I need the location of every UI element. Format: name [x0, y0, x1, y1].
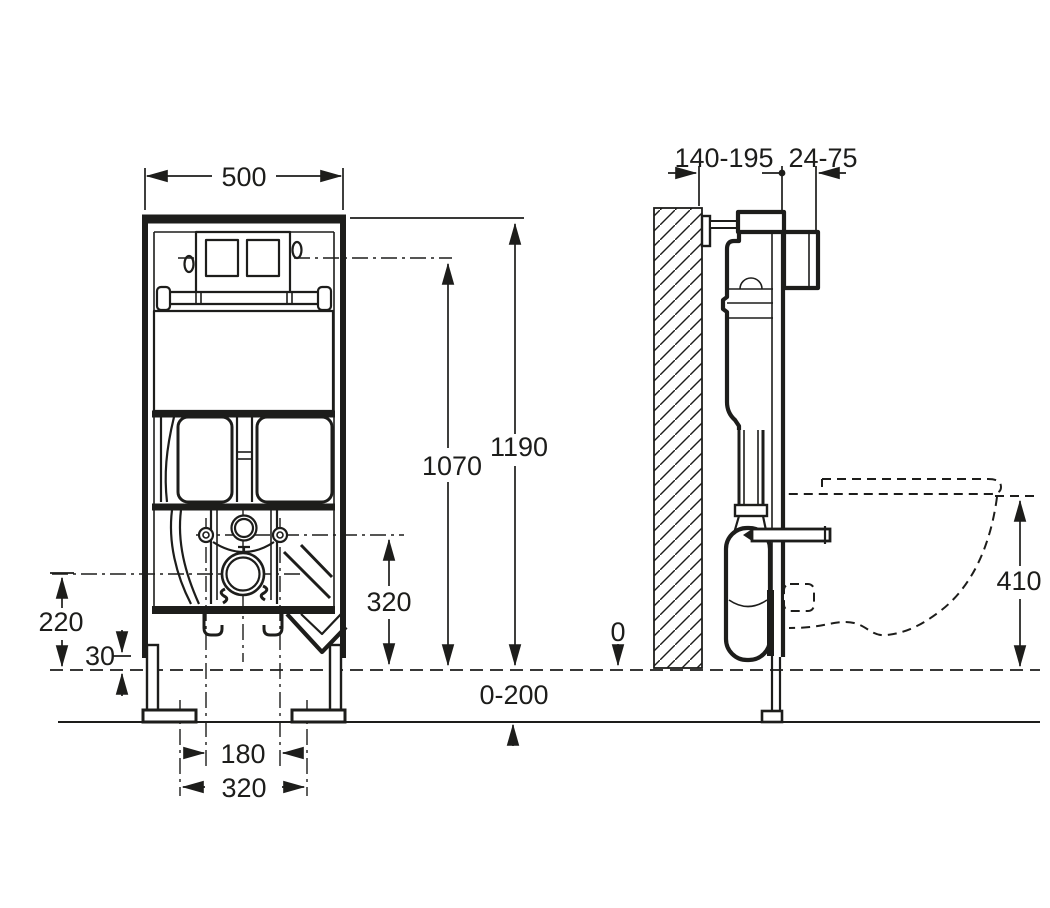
dim-label-floor-zero: 0	[610, 617, 625, 647]
dim-bowl-height-410: 410	[995, 495, 1042, 668]
dim-label-frame-height: 1190	[490, 432, 548, 462]
dim-label-bowl-height: 410	[996, 566, 1041, 596]
floor-lines	[50, 669, 1040, 723]
wall-bracket	[700, 214, 712, 248]
soil-outlet-inner	[225, 556, 261, 592]
cistern-profile	[720, 232, 773, 430]
outlet-mechanism	[152, 509, 348, 655]
frame-structure	[142, 214, 346, 658]
right-foot-tube	[328, 643, 343, 715]
right-fixing-bolt	[271, 526, 289, 544]
right-hole	[291, 240, 303, 260]
rail-lower-fill	[767, 590, 774, 656]
stud-tip	[743, 529, 752, 541]
dim-label-outlet-height: 220	[38, 607, 83, 637]
clip-left	[219, 587, 229, 605]
dim-frame-height-1190: 1190	[350, 217, 548, 667]
valve-dome	[739, 277, 763, 290]
frame-feet	[141, 643, 347, 724]
dim-label-button-height: 1070	[422, 451, 482, 481]
dim-button-height-1070: 1070	[422, 262, 482, 667]
dim-frame-width: 500	[144, 162, 344, 210]
frame-head	[735, 209, 787, 235]
dim-foot-clearance-30: 30	[85, 630, 131, 696]
elbow-water-line	[728, 599, 768, 608]
wall-section-hatched	[653, 207, 703, 669]
dim-floor-zero: 0	[610, 617, 626, 667]
left-foot-tube	[145, 643, 160, 715]
cistern-left-edge	[720, 232, 742, 430]
front-view	[52, 214, 452, 796]
dim-label-fixing-spacing-inner: 180	[220, 739, 265, 769]
dim-fixing-spacing-320: 320	[181, 773, 306, 803]
dimensions: 500 1190 1070 320 220 30	[38, 143, 1041, 803]
supply-pipe-curve	[169, 509, 192, 605]
cistern-upper	[152, 309, 335, 413]
outlet-elbow	[723, 525, 773, 663]
side-foot-plate	[760, 709, 784, 724]
dim-label-floor-adjust: 0-200	[479, 680, 548, 710]
dim-label-fixing-height: 320	[366, 587, 411, 617]
pan-fixing-stud	[743, 526, 832, 544]
inlet-hose	[164, 416, 176, 503]
pan-hook-right	[262, 614, 284, 637]
outlet-chute	[282, 543, 334, 600]
dim-wall-depth-140-195: 140-195	[668, 143, 786, 214]
dim-outlet-height-220: 220	[38, 572, 84, 668]
dim-label-fixing-spacing-outer: 320	[221, 773, 266, 803]
flush-plate-opening	[183, 230, 303, 295]
seat-outline	[786, 478, 1003, 495]
dim-fixing-spacing-180: 180	[183, 739, 304, 769]
left-fixing-bolt	[197, 526, 215, 544]
bowl-outlet-connector	[783, 583, 815, 612]
cistern-front	[152, 309, 335, 511]
dim-fixing-height-320: 320	[366, 538, 412, 666]
shared-dim-dot	[778, 169, 786, 177]
plate-frame	[194, 230, 292, 295]
pan-hook-left	[202, 614, 224, 637]
soil-outlet-outer	[220, 551, 266, 597]
dim-label-foot-clearance: 30	[85, 641, 115, 671]
clip-right	[259, 584, 269, 602]
flush-button-left	[204, 238, 240, 278]
dim-label-frame-width: 500	[221, 162, 266, 192]
elbow-diagonal	[285, 612, 348, 655]
dim-label-plate-depth: 24-75	[788, 143, 857, 173]
left-foot-plate	[141, 708, 198, 724]
toilet-bowl-dashed	[783, 478, 1003, 637]
bowl-outline	[788, 496, 998, 637]
dim-floor-adjust-0-200: 0-200	[479, 680, 549, 746]
right-foot-plate	[290, 708, 347, 724]
left-hole	[183, 254, 195, 274]
cistern-lower-left	[176, 415, 234, 504]
flush-pipe-elbow	[723, 430, 773, 663]
cistern-lower-right	[255, 415, 334, 504]
dim-plate-depth-24-75: 24-75	[788, 143, 858, 230]
flush-button-right	[245, 238, 281, 278]
side-view	[653, 207, 1003, 724]
flush-plate-housing	[781, 229, 821, 291]
pipe-collar	[733, 503, 769, 518]
dim-label-wall-depth: 140-195	[674, 143, 773, 173]
